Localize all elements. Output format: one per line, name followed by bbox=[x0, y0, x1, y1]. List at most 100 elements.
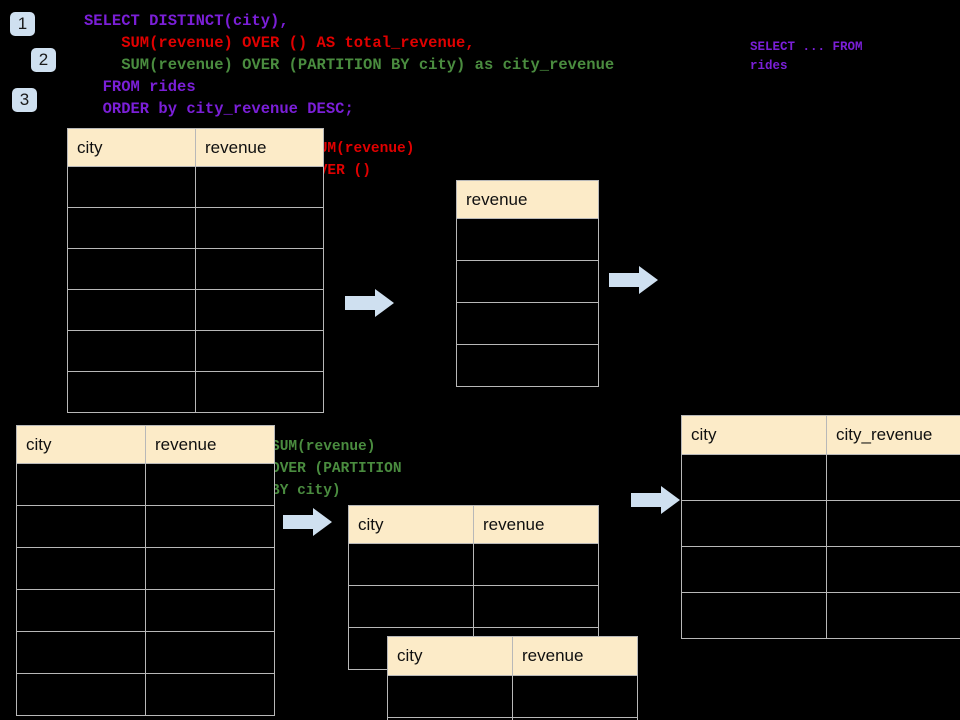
table-row bbox=[67, 248, 324, 290]
table-row bbox=[67, 207, 324, 249]
table-row bbox=[456, 302, 599, 345]
cell-city bbox=[16, 505, 146, 548]
arrow-source-to-total bbox=[345, 289, 394, 317]
cell-city bbox=[16, 631, 146, 674]
side-note-select-from: SELECT ... FROM bbox=[750, 40, 863, 54]
cell-revenue bbox=[195, 248, 324, 290]
sql-line-city-revenue: SUM(revenue) OVER (PARTITION BY city) as… bbox=[84, 56, 615, 74]
cell-revenue bbox=[195, 289, 324, 331]
cell-revenue bbox=[195, 166, 324, 208]
column-header-city: city bbox=[348, 505, 474, 544]
table-row bbox=[67, 330, 324, 372]
cell-city bbox=[16, 673, 146, 716]
cell-revenue bbox=[512, 717, 638, 720]
table-row bbox=[16, 505, 275, 548]
cell-revenue bbox=[512, 675, 638, 718]
cell-revenue bbox=[456, 218, 599, 261]
cell-city bbox=[67, 248, 196, 290]
table-row bbox=[681, 546, 960, 593]
cell-city bbox=[16, 589, 146, 632]
cell-city bbox=[681, 454, 827, 501]
cell-revenue bbox=[473, 543, 599, 586]
cell-city bbox=[348, 585, 474, 628]
cell-city-revenue bbox=[826, 546, 960, 593]
result-table: city city_revenue bbox=[681, 415, 960, 639]
cell-revenue bbox=[456, 260, 599, 303]
column-header-city: city bbox=[387, 636, 513, 676]
cell-city bbox=[348, 543, 474, 586]
table-row bbox=[387, 675, 638, 718]
cell-revenue bbox=[145, 673, 275, 716]
cell-city bbox=[16, 463, 146, 506]
sql-line-select-distinct: SELECT DISTINCT(city), bbox=[84, 12, 289, 30]
table-row bbox=[348, 543, 599, 586]
table-row bbox=[16, 547, 275, 590]
cell-revenue bbox=[145, 463, 275, 506]
column-header-revenue: revenue bbox=[512, 636, 638, 676]
sql-line-order-by: ORDER by city_revenue DESC; bbox=[84, 100, 354, 118]
column-header-revenue: revenue bbox=[473, 505, 599, 544]
column-header-revenue: revenue bbox=[456, 180, 599, 219]
table-row bbox=[681, 592, 960, 639]
table-row bbox=[348, 585, 599, 628]
table-row bbox=[456, 260, 599, 303]
table-header-row: city revenue bbox=[16, 425, 275, 464]
table-row bbox=[16, 673, 275, 716]
annotation-total-revenue: SUM(revenue) OVER () bbox=[310, 141, 415, 179]
cell-city-revenue bbox=[826, 500, 960, 547]
cell-city-revenue bbox=[826, 592, 960, 639]
column-header-city-revenue: city_revenue bbox=[826, 415, 960, 455]
cell-revenue bbox=[145, 631, 275, 674]
cell-city bbox=[67, 207, 196, 249]
cell-revenue bbox=[145, 505, 275, 548]
rides-source-table-bottom: city revenue bbox=[16, 425, 275, 716]
sql-line-total-revenue: SUM(revenue) OVER () AS total_revenue, bbox=[84, 34, 475, 52]
cell-city bbox=[67, 289, 196, 331]
cell-revenue bbox=[195, 207, 324, 249]
table-row bbox=[67, 289, 324, 331]
cell-revenue bbox=[473, 585, 599, 628]
table-row bbox=[16, 589, 275, 632]
step-badge-1: 1 bbox=[10, 12, 35, 36]
table-row bbox=[681, 500, 960, 547]
table-row bbox=[456, 344, 599, 387]
arrow-source-to-partition bbox=[283, 508, 332, 536]
side-note-rides: rides bbox=[750, 59, 788, 73]
cell-revenue bbox=[456, 344, 599, 387]
cell-city bbox=[681, 592, 827, 639]
partition-table-front: city revenue bbox=[387, 636, 638, 720]
table-row bbox=[16, 631, 275, 674]
arrow-total-to-result bbox=[609, 266, 658, 294]
step-badge-2: 2 bbox=[31, 48, 56, 72]
total-revenue-table: revenue bbox=[456, 180, 599, 387]
column-header-city: city bbox=[16, 425, 146, 464]
table-row bbox=[681, 454, 960, 501]
cell-revenue bbox=[456, 302, 599, 345]
table-row bbox=[16, 463, 275, 506]
table-header-row: city city_revenue bbox=[681, 415, 960, 455]
column-header-city: city bbox=[67, 128, 196, 167]
annotation-city-revenue: SUM(revenue) OVER (PARTITION BY city) bbox=[271, 439, 402, 499]
cell-city bbox=[681, 546, 827, 593]
rides-source-table-top: city revenue bbox=[67, 128, 324, 413]
cell-revenue bbox=[145, 547, 275, 590]
table-row bbox=[67, 166, 324, 208]
cell-city bbox=[67, 166, 196, 208]
column-header-revenue: revenue bbox=[195, 128, 324, 167]
cell-city bbox=[387, 675, 513, 718]
arrow-partition-to-result bbox=[631, 486, 680, 514]
table-row bbox=[456, 218, 599, 261]
cell-city-revenue bbox=[826, 454, 960, 501]
table-header-row: city revenue bbox=[67, 128, 324, 167]
table-header-row: city revenue bbox=[387, 636, 638, 676]
cell-city bbox=[67, 371, 196, 413]
cell-city bbox=[681, 500, 827, 547]
cell-city bbox=[16, 547, 146, 590]
cell-revenue bbox=[145, 589, 275, 632]
table-header-row: city revenue bbox=[348, 505, 599, 544]
cell-city bbox=[67, 330, 196, 372]
cell-revenue bbox=[195, 330, 324, 372]
step-badge-3: 3 bbox=[12, 88, 37, 112]
table-header-row: revenue bbox=[456, 180, 599, 219]
